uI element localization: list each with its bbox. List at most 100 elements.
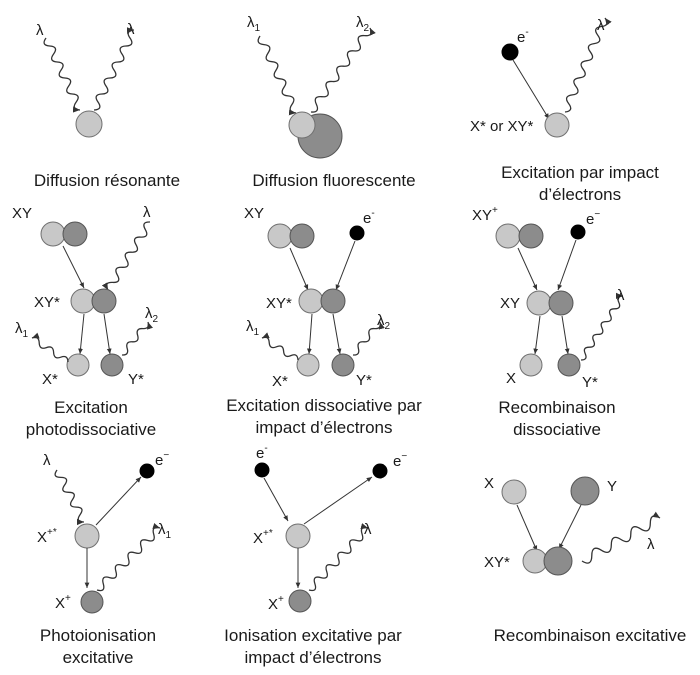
photon-out-label: λ2 xyxy=(356,14,370,34)
emitted-photon-wave xyxy=(308,523,369,592)
dissociation-arrow xyxy=(332,313,342,355)
photon-1-wave xyxy=(96,523,161,592)
dissociation-arrow xyxy=(78,313,85,355)
excited-molecule-label: XY* xyxy=(34,294,60,311)
excited-ion-label: X+* xyxy=(253,528,273,547)
electron-circle xyxy=(372,463,388,479)
atom-x-circle xyxy=(298,288,324,314)
excited-molecule-label: XY* xyxy=(266,295,292,312)
excited-y-circle xyxy=(100,353,124,377)
electron-path-arrow xyxy=(335,240,356,291)
photon-label: λ xyxy=(143,204,151,221)
panel-caption-line: Excitation xyxy=(54,398,128,417)
excited-ion-label: X+* xyxy=(37,527,57,546)
electron-path-arrow xyxy=(512,59,550,120)
photon-1-label: λ1 xyxy=(158,521,172,541)
atom-x-label: X xyxy=(484,475,494,492)
panel-caption-line: impact d’électrons xyxy=(255,418,392,437)
molecule-label: XY xyxy=(500,295,520,312)
atom-circle xyxy=(288,111,316,139)
excited-ion-circle xyxy=(74,523,100,549)
panel-caption-line: dissociative xyxy=(513,420,601,439)
reaction-arrow xyxy=(517,247,538,291)
atom-x-circle xyxy=(40,221,66,247)
incoming-photon-wave xyxy=(101,221,151,291)
electron-path-arrow xyxy=(557,239,577,291)
atom-x-circle xyxy=(267,223,293,249)
excited-y-circle xyxy=(557,353,581,377)
photon-1-wave xyxy=(261,332,299,361)
electron-label: e- xyxy=(363,208,375,227)
electron-path-arrow xyxy=(303,476,373,525)
atom-y-circle xyxy=(543,546,573,576)
excited-molecule-label: XY* xyxy=(484,554,510,571)
atom-x-circle xyxy=(495,223,521,249)
excited-x-circle xyxy=(296,353,320,377)
electron-circle xyxy=(570,224,586,240)
atom-y-circle xyxy=(570,476,600,506)
photon-2-label: λ2 xyxy=(145,305,159,325)
electron-label-out: e− xyxy=(393,451,407,470)
excited-x-circle xyxy=(66,353,90,377)
panel-caption-line: excitative xyxy=(63,648,134,667)
atom-y-circle xyxy=(518,223,544,249)
photon-label: λ xyxy=(647,536,655,553)
incoming-photon-wave xyxy=(257,35,297,116)
dissociation-arrow xyxy=(561,315,570,355)
species-label: X* or XY* xyxy=(470,118,534,135)
atom-y-circle xyxy=(62,221,88,247)
reaction-arrow xyxy=(558,504,582,550)
panel-electron-impact-excitation: e-λ X* or XY* Excitation par impact d’élect… xyxy=(470,17,659,204)
photon-label: λ xyxy=(617,287,625,304)
excited-y-circle xyxy=(331,353,355,377)
panel-electron-impact-ionization: e-e−X+*λX+Ionisation excitative parimpac… xyxy=(224,443,407,667)
excited-x-label: X* xyxy=(42,371,58,388)
panel-caption-line: d’électrons xyxy=(539,185,621,204)
atom-y-circle xyxy=(91,288,117,314)
ion-molecule-label: XY+ xyxy=(472,205,498,224)
reaction-arrow xyxy=(62,245,85,289)
atom-x-label: X xyxy=(506,370,516,387)
excited-ion-circle xyxy=(285,523,311,549)
electron-label: e- xyxy=(517,27,529,46)
emitted-photon-wave xyxy=(581,511,661,564)
panel-caption-line: Excitation par impact xyxy=(501,163,659,182)
molecule-label: XY xyxy=(244,205,264,222)
panel-caption-line: impact d’électrons xyxy=(244,648,381,667)
ion-circle xyxy=(288,589,312,613)
dissociation-arrow xyxy=(307,313,313,355)
photon-1-label: λ1 xyxy=(15,320,29,340)
photon-label: λ xyxy=(43,452,51,469)
electron-path-arrow xyxy=(95,476,142,526)
panel-caption-line: Diffusion résonante xyxy=(34,171,180,190)
ion-circle xyxy=(80,590,104,614)
excited-y-label: Y* xyxy=(582,374,598,391)
atom-x-circle xyxy=(501,479,527,505)
dissociation-arrow xyxy=(103,313,112,355)
panel-caption-line: photodissociative xyxy=(26,420,156,439)
photon-label: λ xyxy=(597,17,605,34)
photon-in-label: λ xyxy=(36,22,44,39)
electron-label: e− xyxy=(155,450,169,469)
incoming-photon-wave xyxy=(43,37,81,113)
panel-caption-line: Excitation dissociative par xyxy=(226,396,422,415)
atom-circle xyxy=(75,110,103,138)
atom-y-label: Y xyxy=(607,478,617,495)
electron-label: e− xyxy=(586,209,600,228)
reaction-arrow xyxy=(516,504,538,552)
panel-caption-line: Photoionisation xyxy=(40,626,156,645)
atom-x-circle xyxy=(526,290,552,316)
excited-atom-circle xyxy=(544,112,570,138)
atom-y-circle xyxy=(320,288,346,314)
electron-label-in: e- xyxy=(256,443,268,462)
photon-1-wave xyxy=(31,332,69,363)
panel-caption-line: Recombinaison excitative xyxy=(494,626,687,645)
photon-1-label: λ1 xyxy=(246,318,260,338)
panel-caption-line: Ionisation excitative par xyxy=(224,626,402,645)
excited-y-label: Y* xyxy=(356,372,372,389)
